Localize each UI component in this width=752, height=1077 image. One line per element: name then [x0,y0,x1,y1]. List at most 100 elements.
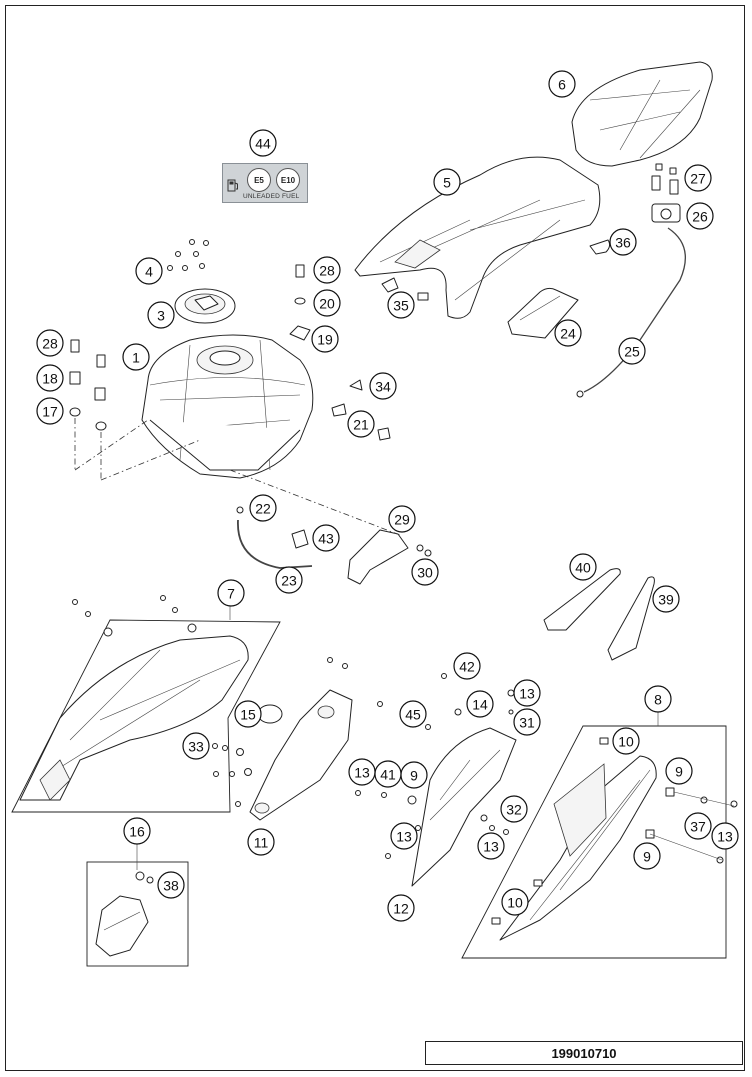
callout-39[interactable]: 39 [652,585,680,613]
fuel-cap[interactable] [174,288,236,324]
callout-label: 3 [157,308,165,324]
callout-38[interactable]: 38 [157,871,185,899]
callout-1[interactable]: 1 [122,343,150,371]
callout-9b[interactable]: 9 [665,757,693,785]
callout-label: 28 [42,336,58,352]
callout-13c[interactable]: 13 [390,822,418,850]
callout-42[interactable]: 42 [453,652,481,680]
callout-9c[interactable]: 9 [633,842,661,870]
rear-tank-bracket[interactable] [347,529,432,585]
fuel-breather-hose[interactable] [237,519,313,569]
bracket-screws[interactable] [212,657,383,807]
callout-13e[interactable]: 13 [711,822,739,850]
callout-label: 13 [483,839,499,855]
callout-25[interactable]: 25 [618,337,646,365]
callout-21[interactable]: 21 [347,410,375,438]
callout-32[interactable]: 32 [500,795,528,823]
callout-43[interactable]: 43 [312,524,340,552]
callout-3[interactable]: 3 [147,301,175,329]
callout-41[interactable]: 41 [374,760,402,788]
callout-28b[interactable]: 28 [36,329,64,357]
callout-28a[interactable]: 28 [313,256,341,284]
inner-side-panel[interactable] [411,727,517,887]
seat-lock[interactable] [651,163,681,223]
callout-26[interactable]: 26 [686,202,714,230]
callout-label: 38 [163,878,179,894]
unleaded-fuel-text: UNLEADED FUEL [243,193,300,200]
callout-label: 44 [255,136,271,152]
callout-label: 24 [560,326,576,342]
callout-34[interactable]: 34 [369,372,397,400]
callout-37[interactable]: 37 [684,812,712,840]
drawing-frame [5,5,745,1071]
e5-badge: E5 [247,168,271,192]
callout-31[interactable]: 31 [513,708,541,736]
callout-35[interactable]: 35 [387,291,415,319]
callout-16[interactable]: 16 [123,817,151,845]
rear-side-cover[interactable] [499,755,657,941]
callout-label: 27 [690,171,706,187]
pillion-seat[interactable] [571,61,713,167]
callout-label: 20 [319,296,335,312]
air-duct-bracket[interactable] [249,689,353,821]
tank-bolt-stack[interactable] [69,339,107,431]
callout-19[interactable]: 19 [311,325,339,353]
callout-4[interactable]: 4 [135,257,163,285]
callout-10a[interactable]: 10 [612,727,640,755]
callout-13d[interactable]: 13 [477,832,505,860]
callout-13a[interactable]: 13 [513,679,541,707]
callout-30[interactable]: 30 [411,558,439,586]
callout-label: 32 [506,802,522,818]
tank-side-cover[interactable] [19,635,249,801]
callout-10b[interactable]: 10 [501,888,529,916]
cover-screws[interactable] [72,595,197,637]
panel-fasteners[interactable] [355,673,515,859]
callout-label: 5 [443,175,451,191]
callout-label: 6 [558,77,566,93]
callout-label: 14 [472,697,488,713]
callout-5[interactable]: 5 [433,168,461,196]
tank-front-bolt[interactable] [289,264,311,341]
callout-27[interactable]: 27 [684,164,712,192]
seat-hook[interactable] [589,239,611,255]
callout-label: 23 [281,573,297,589]
document-pocket[interactable] [507,287,579,339]
callout-9a[interactable]: 9 [400,761,428,789]
callout-29[interactable]: 29 [388,505,416,533]
callout-44[interactable]: 44 [249,129,277,157]
tank-pad-right[interactable] [607,576,655,661]
callout-17[interactable]: 17 [36,397,64,425]
callout-20[interactable]: 20 [313,289,341,317]
callout-6[interactable]: 6 [548,70,576,98]
drawing-number: 199010710 [425,1041,743,1065]
fuel-cap-screws[interactable] [167,239,209,271]
front-fairing-detail[interactable] [95,871,154,957]
fuel-tank[interactable] [141,334,314,479]
callout-label: 40 [575,560,591,576]
callout-14[interactable]: 14 [466,690,494,718]
callout-45[interactable]: 45 [399,700,427,728]
callout-22[interactable]: 22 [249,494,277,522]
callout-40[interactable]: 40 [569,553,597,581]
callout-12[interactable]: 12 [387,894,415,922]
callout-label: 10 [507,895,523,911]
callout-label: 37 [690,819,706,835]
tank-pad-left[interactable] [543,568,621,631]
callout-label: 11 [254,835,269,851]
callout-33[interactable]: 33 [182,732,210,760]
callout-13b[interactable]: 13 [348,758,376,786]
callout-label: 13 [717,829,733,845]
callout-7[interactable]: 7 [217,579,245,607]
callout-label: 13 [354,765,370,781]
callout-label: 43 [318,531,334,547]
callout-24[interactable]: 24 [554,319,582,347]
callout-11[interactable]: 11 [247,828,275,856]
callout-label: 10 [618,734,634,750]
seat-lock-cable[interactable] [583,227,686,393]
callout-36[interactable]: 36 [609,228,637,256]
callout-18[interactable]: 18 [36,364,64,392]
callout-8[interactable]: 8 [644,685,672,713]
callout-15[interactable]: 15 [234,700,262,728]
callout-23[interactable]: 23 [275,566,303,594]
